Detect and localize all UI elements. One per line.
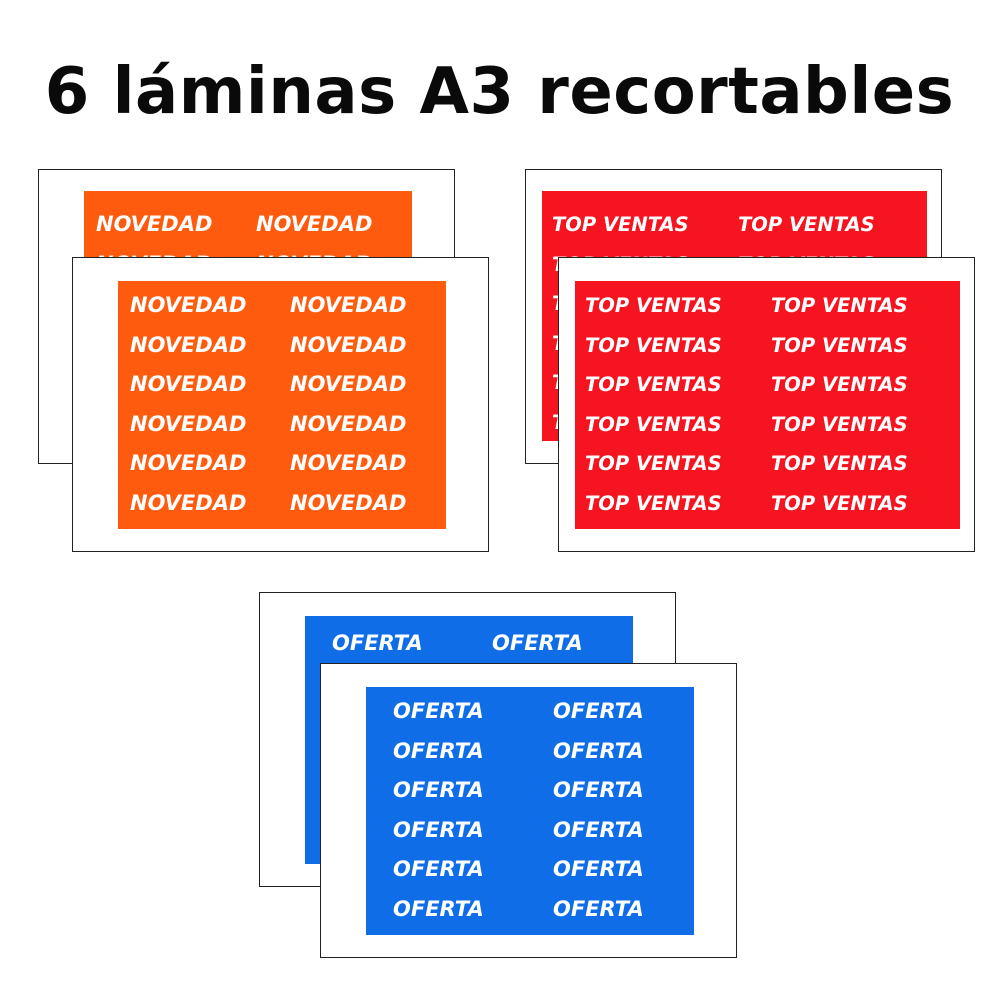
top-ventas-label: TOP VENTAS bbox=[585, 452, 722, 475]
novedad-label: NOVEDAD bbox=[290, 451, 407, 475]
top-ventas-label: TOP VENTAS bbox=[771, 412, 908, 436]
top-ventas-label: TOP VENTAS bbox=[585, 491, 722, 515]
top-ventas-sheet-front: TOP VENTAS TOP VENTAS TOP VENTAS TOP VENTAS… bbox=[558, 257, 975, 552]
novedad-label: NOVEDAD bbox=[290, 293, 407, 317]
oferta-label: OFERTA bbox=[332, 631, 423, 655]
oferta-sticker-panel: OFERTA OFERTA OFERTA OFERTA OFERTA OFERTA OFER… bbox=[366, 687, 694, 935]
novedad-label: NOVEDAD bbox=[290, 411, 407, 436]
oferta-label: OFERTA bbox=[553, 896, 644, 921]
novedad-label: NOVEDAD bbox=[130, 332, 247, 357]
novedad-label: NOVEDAD bbox=[130, 411, 247, 436]
top-ventas-label: TOP VENTAS bbox=[771, 491, 908, 515]
top-ventas-label: TOP VENTAS bbox=[738, 213, 875, 236]
novedad-label: NOVEDAD bbox=[290, 332, 407, 357]
novedad-label: NOVEDAD bbox=[96, 212, 213, 236]
oferta-label: OFERTA bbox=[553, 738, 644, 763]
page-title: 6 láminas A3 recortables bbox=[44, 55, 955, 129]
oferta-label: OFERTA bbox=[393, 857, 484, 881]
oferta-label: OFERTA bbox=[393, 817, 484, 842]
oferta-label: OFERTA bbox=[393, 896, 484, 921]
top-ventas-label: TOP VENTAS bbox=[585, 294, 722, 317]
top-ventas-label: TOP VENTAS bbox=[585, 412, 722, 436]
top-ventas-label: TOP VENTAS bbox=[585, 373, 722, 396]
top-ventas-sticker-panel: TOP VENTAS TOP VENTAS TOP VENTAS TOP VENTAS… bbox=[575, 281, 960, 529]
oferta-label-grid: OFERTA OFERTA OFERTA OFERTA OFERTA OFERTA OFER… bbox=[393, 692, 694, 929]
top-ventas-label: TOP VENTAS bbox=[771, 452, 908, 475]
top-ventas-label: TOP VENTAS bbox=[552, 213, 689, 236]
top-ventas-label-grid: TOP VENTAS TOP VENTAS TOP VENTAS TOP VENTAS… bbox=[585, 286, 960, 523]
novedad-sheet-front: NOVEDAD NOVEDAD NOVEDAD NOVEDAD NOVEDAD NOVED… bbox=[72, 257, 489, 552]
oferta-label: OFERTA bbox=[393, 738, 484, 763]
oferta-label: OFERTA bbox=[393, 699, 484, 723]
novedad-label: NOVEDAD bbox=[290, 490, 407, 515]
top-ventas-label: TOP VENTAS bbox=[585, 333, 722, 357]
novedad-label: NOVEDAD bbox=[256, 212, 373, 236]
novedad-sticker-panel: NOVEDAD NOVEDAD NOVEDAD NOVEDAD NOVEDAD NOVED… bbox=[118, 281, 446, 529]
top-ventas-label: TOP VENTAS bbox=[771, 373, 908, 396]
novedad-label: NOVEDAD bbox=[130, 451, 247, 475]
oferta-label: OFERTA bbox=[553, 778, 644, 802]
novedad-label: NOVEDAD bbox=[130, 293, 247, 317]
oferta-label: OFERTA bbox=[553, 699, 644, 723]
oferta-label: OFERTA bbox=[492, 631, 583, 655]
oferta-label: OFERTA bbox=[553, 817, 644, 842]
novedad-label: NOVEDAD bbox=[130, 490, 247, 515]
top-ventas-label: TOP VENTAS bbox=[771, 333, 908, 357]
oferta-sheet-front: OFERTA OFERTA OFERTA OFERTA OFERTA OFERTA OFER… bbox=[320, 663, 737, 958]
oferta-label: OFERTA bbox=[553, 857, 644, 881]
oferta-label: OFERTA bbox=[393, 778, 484, 802]
novedad-label: NOVEDAD bbox=[130, 372, 247, 396]
top-ventas-label: TOP VENTAS bbox=[771, 294, 908, 317]
novedad-label-grid: NOVEDAD NOVEDAD NOVEDAD NOVEDAD NOVEDAD NOVED… bbox=[130, 286, 446, 523]
novedad-label: NOVEDAD bbox=[290, 372, 407, 396]
